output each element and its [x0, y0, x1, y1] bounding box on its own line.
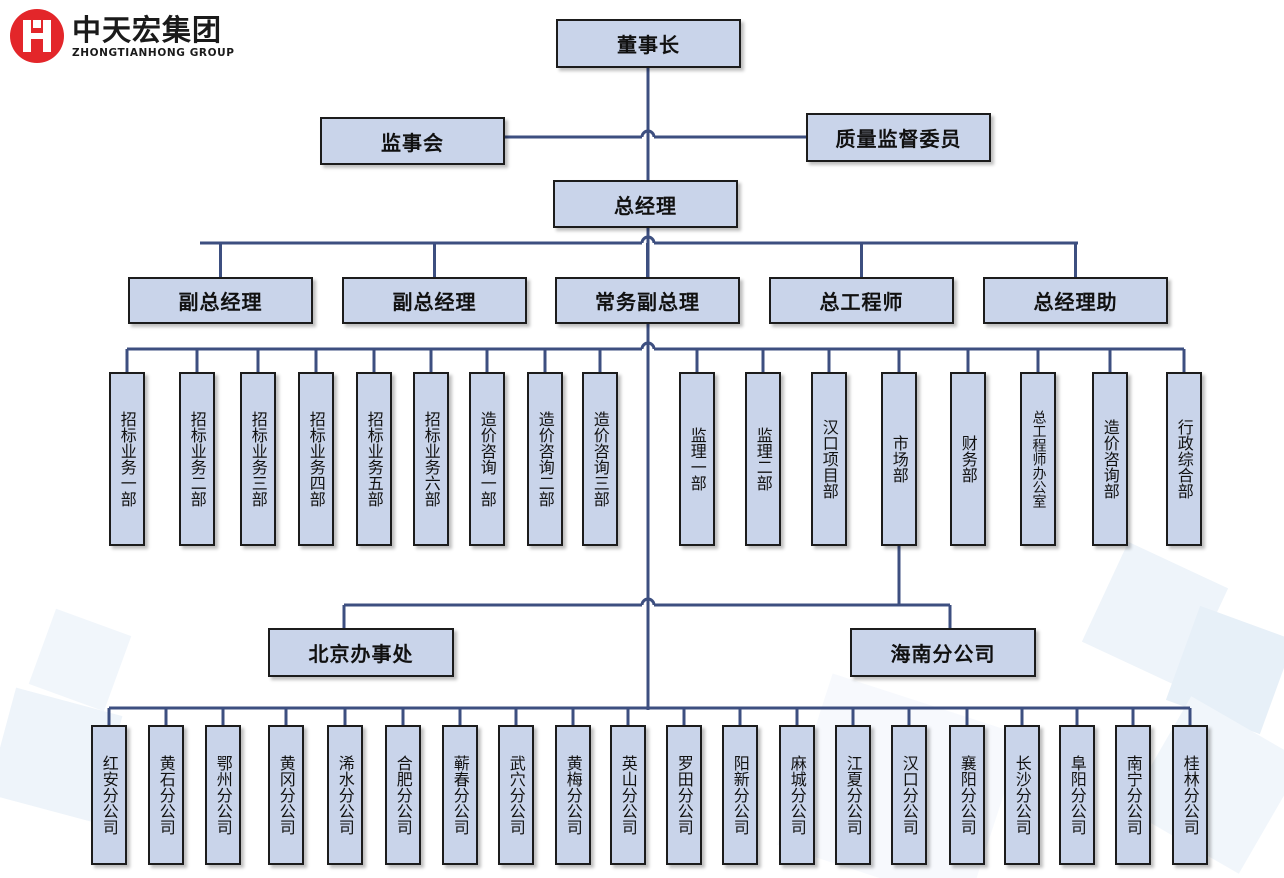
branch-box: 合肥分公司	[385, 725, 421, 865]
beijing-office-box: 北京办事处	[268, 628, 454, 677]
department-box: 招标业务三部	[240, 372, 276, 546]
connector-hop	[640, 597, 656, 606]
department-box: 造价咨询三部	[582, 372, 618, 546]
branch-box: 鄂州分公司	[205, 725, 241, 865]
chairman-box: 董事长	[556, 19, 741, 68]
department-box: 造价咨询部	[1092, 372, 1128, 546]
branch-box: 黄冈分公司	[268, 725, 304, 865]
department-box: 监理二部	[745, 372, 781, 546]
branch-box: 阳新分公司	[722, 725, 758, 865]
logo-name-en: ZHONGTIANHONG GROUP	[72, 47, 235, 59]
department-box: 财务部	[950, 372, 986, 546]
branch-box: 桂林分公司	[1172, 725, 1208, 865]
company-logo: 中天宏集团 ZHONGTIANHONG GROUP	[10, 8, 235, 64]
connector-hop	[640, 129, 656, 138]
department-box: 招标业务一部	[109, 372, 145, 546]
branch-box: 浠水分公司	[327, 725, 363, 865]
branch-box: 南宁分公司	[1115, 725, 1151, 865]
general-manager-box: 总经理	[553, 180, 738, 228]
connector-hop	[640, 235, 656, 244]
department-box: 市场部	[881, 372, 917, 546]
logo-mark-icon	[10, 9, 64, 63]
deputy-box: 副总经理	[342, 277, 527, 324]
hainan-branch-box: 海南分公司	[850, 628, 1036, 677]
connector-hop	[640, 341, 656, 350]
department-box: 招标业务四部	[298, 372, 334, 546]
department-box: 招标业务二部	[179, 372, 215, 546]
branch-box: 罗田分公司	[666, 725, 702, 865]
department-box: 汉口项目部	[811, 372, 847, 546]
department-box: 造价咨询二部	[527, 372, 563, 546]
branch-box: 蕲春分公司	[442, 725, 478, 865]
department-box: 总工程师办公室	[1020, 372, 1056, 546]
branch-box: 麻城分公司	[779, 725, 815, 865]
department-box: 监理一部	[679, 372, 715, 546]
department-box: 招标业务六部	[413, 372, 449, 546]
supervisory-board-box: 监事会	[320, 117, 505, 165]
deputy-box: 副总经理	[128, 277, 313, 324]
quality-committee-box: 质量监督委员	[806, 113, 991, 162]
branch-box: 武穴分公司	[498, 725, 534, 865]
branch-box: 长沙分公司	[1004, 725, 1040, 865]
deputy-box: 常务副总理	[555, 277, 740, 324]
logo-name-cn: 中天宏集团	[72, 13, 223, 47]
branch-box: 英山分公司	[610, 725, 646, 865]
deputy-box: 总工程师	[769, 277, 954, 324]
deputy-box: 总经理助	[983, 277, 1168, 324]
branch-box: 黄梅分公司	[555, 725, 591, 865]
branch-box: 阜阳分公司	[1059, 725, 1095, 865]
branch-box: 襄阳分公司	[949, 725, 985, 865]
branch-box: 汉口分公司	[891, 725, 927, 865]
department-box: 行政综合部	[1166, 372, 1202, 546]
department-box: 招标业务五部	[356, 372, 392, 546]
department-box: 造价咨询一部	[469, 372, 505, 546]
branch-box: 江夏分公司	[835, 725, 871, 865]
branch-box: 红安分公司	[91, 725, 127, 865]
branch-box: 黄石分公司	[148, 725, 184, 865]
